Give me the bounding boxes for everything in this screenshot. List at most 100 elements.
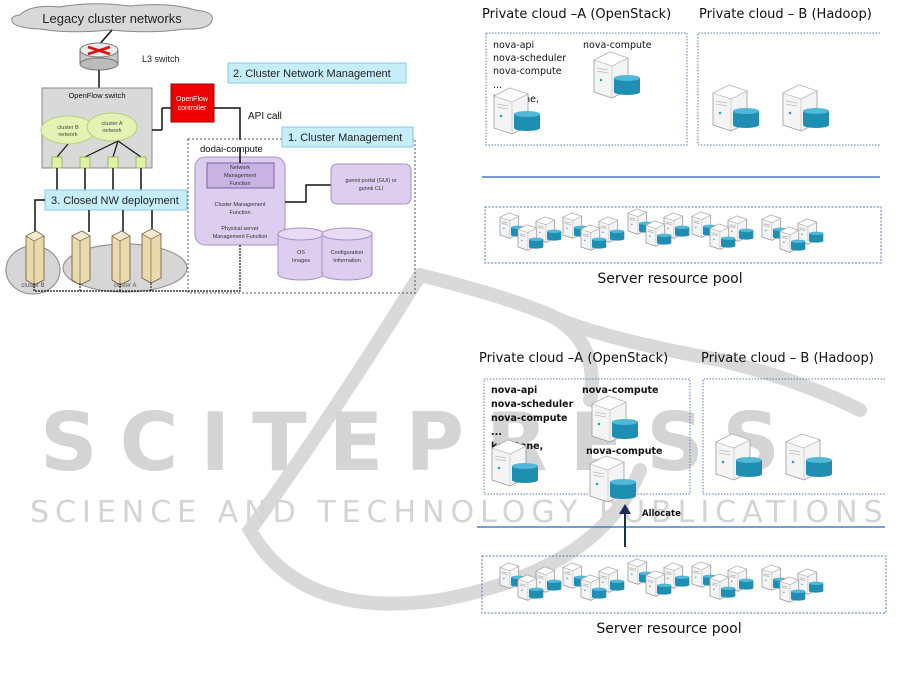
cluster-mgmt-function-label: Function: [229, 210, 250, 216]
callout-closed-nw-label: 3. Closed NW deployment: [51, 195, 179, 207]
l3-switch-router-icon: [79, 42, 119, 71]
service-item: nova-scheduler: [493, 53, 566, 64]
server-pool-box: [484, 206, 882, 264]
config-info-label: Configuration: [331, 250, 364, 256]
cloud-b-title: Private cloud – B (Hadoop): [701, 351, 874, 366]
callout-network-mgmt-label: 2. Cluster Network Management: [233, 68, 391, 80]
server-with-disk-icon: [535, 566, 562, 593]
server-cluster-icon: [627, 558, 690, 597]
service-item: nova-compute: [493, 66, 562, 77]
cluster-b-network-label: network: [58, 132, 78, 138]
server-with-disk-icon: [709, 223, 736, 250]
gunnii-portal-label: gunnii CLI: [359, 186, 384, 192]
server-cluster-icon: [499, 562, 562, 601]
server-with-disk-icon: [580, 574, 607, 601]
openflow-controller-label: controller: [178, 105, 207, 112]
server-with-disk-icon: [517, 224, 544, 251]
legacy-network-label: Legacy cluster networks: [42, 11, 182, 26]
cloud-b-box: [702, 378, 885, 495]
openflow-switch-label: OpenFlow switch: [68, 91, 125, 100]
gui-link: [285, 184, 331, 203]
cluster-a-network-cloud: cluster A network: [86, 112, 138, 142]
service-item: nova-api: [493, 40, 534, 51]
service-item: ...: [493, 80, 502, 91]
callout-cluster-mgmt-label: 1. Cluster Management: [288, 132, 402, 144]
server-with-disk-icon: [535, 216, 562, 243]
server-with-disk-icon: [782, 84, 829, 132]
network-mgmt-function-box: [206, 162, 275, 189]
switch-internal-links: [56, 140, 142, 158]
os-images-database-icon: OS Images: [277, 227, 325, 281]
server-with-disk-icon: [712, 84, 759, 132]
cloud-b-title: Private cloud – B (Hadoop): [699, 7, 872, 22]
service-item: nova-compute: [491, 413, 567, 424]
legacy-network-cloud: Legacy cluster networks: [11, 3, 213, 33]
cluster-a-server-icon: [141, 228, 162, 284]
server-with-disk-icon: [785, 433, 832, 481]
callout-network-mgmt: [227, 62, 407, 84]
cloud-a-box: [483, 378, 691, 495]
server-with-disk-icon: [580, 224, 607, 251]
server-with-disk-icon: [797, 218, 824, 245]
server-with-disk-icon: [727, 565, 754, 592]
server-with-disk-icon: [779, 226, 806, 253]
cluster-a-server-icon: [71, 230, 91, 286]
server-with-disk-icon: [591, 395, 638, 443]
server-cluster-icon: [761, 214, 824, 253]
cloud-a-allocated-node-label: nova-compute: [586, 446, 662, 457]
server-cluster-icon: [761, 564, 824, 603]
allocate-arrow-icon: [619, 504, 631, 547]
network-mgmt-function-label: Management: [224, 173, 257, 179]
cluster-b-server-icon: [25, 230, 45, 286]
cloud-a-node-label: nova-compute: [583, 40, 652, 51]
network-mgmt-function-label: Function: [229, 181, 250, 187]
api-call-label: API call: [248, 111, 282, 122]
server-pool-label: Server resource pool: [597, 271, 742, 287]
service-item: nova-api: [491, 385, 537, 396]
cluster-mgmt-function-label: Cluster Management: [214, 202, 266, 208]
cloud-a-box: [485, 32, 688, 146]
server-cluster-icon: [499, 212, 562, 251]
server-with-disk-icon: [715, 433, 762, 481]
server-with-disk-icon: [517, 574, 544, 601]
gunnii-portal-box: [330, 163, 412, 205]
os-images-label: OS: [297, 250, 305, 256]
server-with-disk-icon: [491, 439, 538, 487]
watermark-main: SCITEPRESS: [40, 396, 802, 489]
server-cluster-icon: [562, 562, 625, 601]
server-with-disk-icon: [709, 573, 736, 600]
cloud-a-title: Private cloud –A (OpenStack): [482, 7, 671, 22]
server-cluster-icon: [691, 211, 754, 250]
mgmt-link: [33, 245, 241, 292]
cluster-a-server-icon: [111, 230, 131, 286]
cluster-a-label: cluster A: [113, 283, 136, 289]
physical-server-function-label: Management Function: [213, 234, 268, 240]
physical-server-function-label: Physical server: [221, 226, 258, 232]
cloud-b-box: [697, 32, 880, 146]
cluster-b-label: cluster B: [21, 283, 44, 289]
watermark-swoosh: [241, 268, 867, 611]
dodai-compute-label: dodai-compute: [200, 144, 263, 155]
api-link: [214, 107, 241, 140]
config-info-label: Information: [333, 258, 361, 264]
network-mgmt-function-label: Network: [230, 165, 250, 171]
openflow-controller-label: OpenFlow: [176, 96, 209, 103]
server-with-disk-icon: [593, 51, 640, 99]
cluster-a-network-label: cluster A: [101, 121, 122, 127]
port-links: [56, 168, 142, 192]
gunnii-portal-label: gunnii portal (GUI) or: [345, 178, 397, 184]
cloud-a-title: Private cloud –A (OpenStack): [479, 351, 668, 366]
cloud-a-node-label: nova-compute: [582, 385, 658, 396]
server-with-disk-icon: [645, 570, 672, 597]
os-images-label: Images: [292, 258, 310, 264]
cluster-b-network-label: cluster B: [57, 125, 79, 131]
allocate-label: Allocate: [642, 509, 681, 519]
server-with-disk-icon: [589, 455, 636, 503]
service-item: nova-scheduler: [491, 399, 574, 410]
callout-cluster-mgmt: [281, 126, 414, 148]
configuration-database-icon: Configuration Information: [321, 227, 373, 281]
openflow-controller-box: [170, 83, 215, 123]
